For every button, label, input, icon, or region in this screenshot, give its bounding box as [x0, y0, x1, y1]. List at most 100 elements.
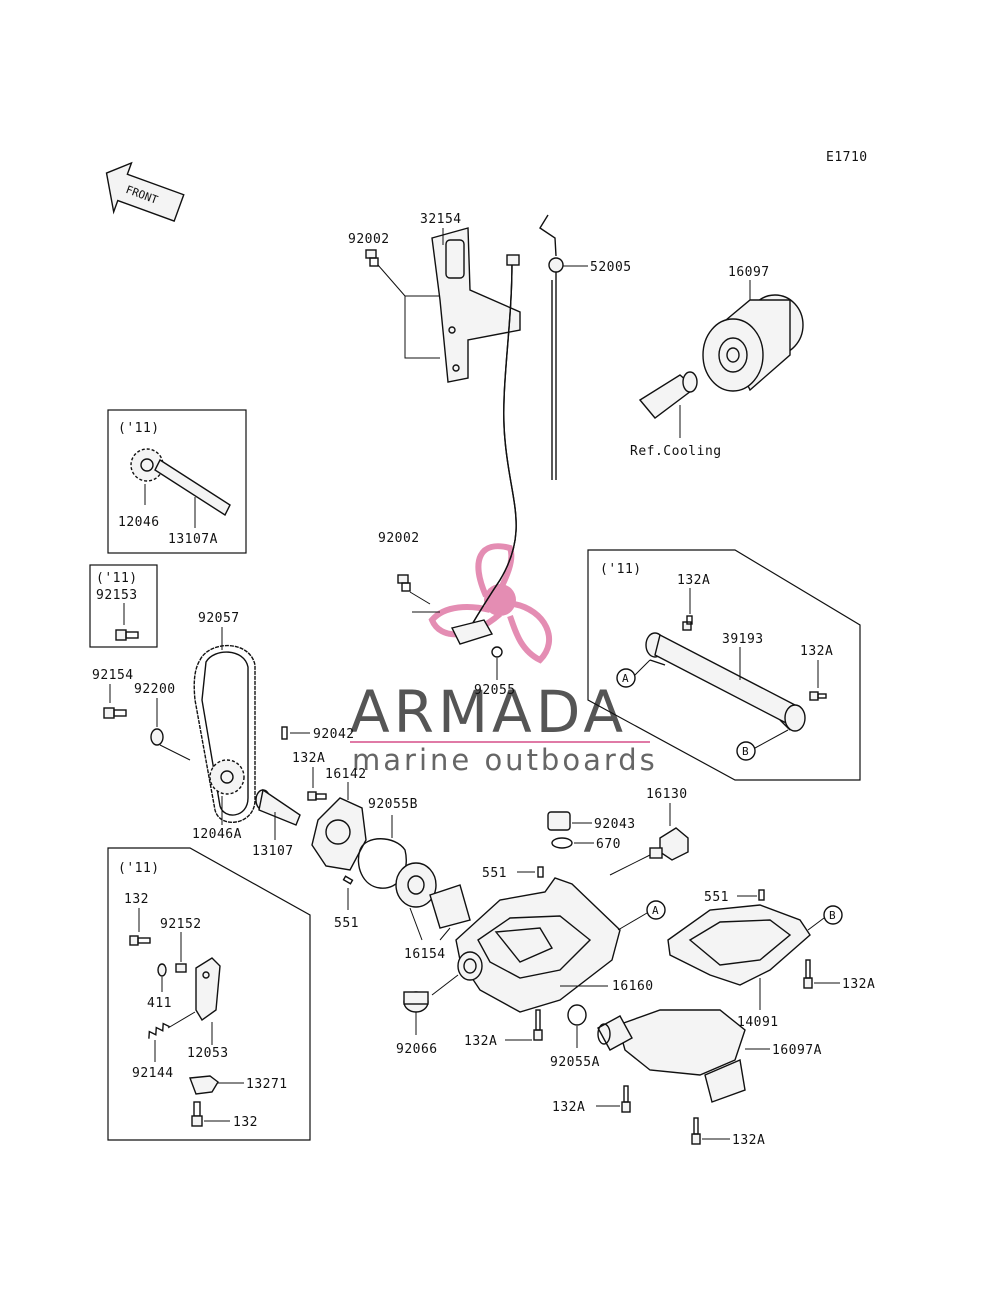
- label-32154: 32154: [420, 212, 462, 227]
- pin-92042: [281, 726, 288, 740]
- oring-670: [551, 837, 573, 849]
- bolt-132A-strainer-b: [691, 1117, 701, 1145]
- label-92055B: 92055B: [368, 797, 418, 812]
- label-16097A: 16097A: [772, 1043, 822, 1058]
- bolt-132-top: [129, 935, 151, 946]
- filter-fitting: [638, 371, 698, 419]
- pressure-switch-16130: [649, 827, 689, 861]
- variant-box-2011-pipe: [587, 549, 861, 781]
- label-16160: 16160: [612, 979, 654, 994]
- variant-box-2011-sprocket: [107, 409, 247, 554]
- pin-551-c: [758, 889, 765, 901]
- svg-text:A: A: [622, 672, 629, 685]
- label-132A-e: 132A: [842, 977, 875, 992]
- bolt-92154: [103, 707, 127, 719]
- label-551-a: 551: [334, 916, 359, 931]
- label-132-a: 132: [124, 892, 149, 907]
- label-92154: 92154: [92, 668, 134, 683]
- label-92002-top: 92002: [348, 232, 390, 247]
- variant-box-2011-tensioner: [107, 847, 311, 1141]
- label-14091: 14091: [737, 1015, 779, 1030]
- svg-text:B: B: [829, 909, 836, 922]
- marker-B-cover: B: [823, 905, 843, 925]
- marker-B-pipe: B: [736, 741, 756, 761]
- bolt-132A-housing: [533, 1009, 543, 1041]
- label-92055: 92055: [474, 683, 516, 698]
- variant-note-4: ('11): [118, 861, 160, 876]
- label-12046: 12046: [118, 515, 160, 530]
- plate-13271: [189, 1075, 219, 1095]
- label-92152: 92152: [160, 917, 202, 932]
- label-411: 411: [147, 996, 172, 1011]
- label-92055A: 92055A: [550, 1055, 600, 1070]
- front-arrow: FRONT: [105, 161, 185, 222]
- oring-92055: [491, 646, 503, 658]
- marker-A-housing: A: [646, 900, 666, 920]
- pin-551-a: [342, 875, 354, 885]
- washer-411: [157, 963, 167, 977]
- label-92153: 92153: [96, 588, 138, 603]
- bolt-132A-pipe-left: [682, 615, 693, 631]
- label-132A-c: 132A: [800, 644, 833, 659]
- label-132A-b: 132A: [677, 573, 710, 588]
- bracket-32154: [431, 227, 521, 383]
- rotor-16154: [395, 862, 471, 929]
- label-13271: 13271: [246, 1077, 288, 1092]
- sprocket-12046A: [209, 759, 245, 795]
- pin-551-b: [537, 866, 544, 878]
- label-132A-g: 132A: [732, 1133, 765, 1148]
- label-132A-a: 132A: [292, 751, 325, 766]
- label-12046A: 12046A: [192, 827, 242, 842]
- oil-filter-16097: [702, 294, 804, 392]
- tensioner-12053: [195, 957, 221, 1022]
- bolt-92002-top: [365, 249, 379, 267]
- label-92043: 92043: [594, 817, 636, 832]
- label-16154: 16154: [404, 947, 446, 962]
- marker-A-pipe: A: [616, 668, 636, 688]
- label-132-b: 132: [233, 1115, 258, 1130]
- oring-92055A: [567, 1004, 587, 1026]
- label-92144: 92144: [132, 1066, 174, 1081]
- label-13107: 13107: [252, 844, 294, 859]
- label-16097: 16097: [728, 265, 770, 280]
- tube-flange: [450, 619, 494, 645]
- label-12053: 12053: [187, 1046, 229, 1061]
- label-92200: 92200: [134, 682, 176, 697]
- bolt-92153: [115, 629, 139, 641]
- label-551-b: 551: [482, 866, 507, 881]
- plug-92043: [547, 811, 571, 831]
- label-670: 670: [596, 837, 621, 852]
- nut-92152: [175, 963, 187, 973]
- watermark-title: ARMADA: [350, 678, 627, 746]
- svg-text:B: B: [742, 745, 749, 758]
- bolt-132-bottom: [191, 1101, 203, 1127]
- label-16130: 16130: [646, 787, 688, 802]
- sprocket-12046: [130, 448, 231, 517]
- label-132A-f: 132A: [552, 1100, 585, 1115]
- label-92057: 92057: [198, 611, 240, 626]
- pipe-39193: [645, 632, 806, 732]
- bolt-132A-strainer-a: [621, 1085, 631, 1113]
- spring-92144: [148, 1022, 170, 1039]
- shaft-13107: [255, 788, 301, 826]
- plug-92066: [403, 991, 429, 1013]
- bolt-132A-cover: [803, 959, 813, 989]
- bolt-132A-pump: [307, 791, 327, 801]
- diagram-code: E1710: [826, 150, 868, 165]
- watermark-logo: [428, 543, 553, 664]
- label-551-c: 551: [704, 890, 729, 905]
- bolt-132A-pipe-right: [809, 691, 827, 701]
- label-92002-mid: 92002: [378, 531, 420, 546]
- variant-note-3: ('11): [600, 562, 642, 577]
- ref-cooling: Ref.Cooling: [630, 444, 722, 459]
- cover-14091: [667, 904, 811, 986]
- variant-note-2: ('11): [96, 571, 138, 586]
- bolt-92002-mid: [397, 574, 411, 592]
- label-92042: 92042: [313, 727, 355, 742]
- oil-pump-16142: [311, 797, 367, 871]
- svg-text:A: A: [652, 904, 659, 917]
- watermark-subtitle: marine outboards: [352, 743, 658, 777]
- chain-92057: [193, 644, 256, 823]
- label-16142: 16142: [325, 767, 367, 782]
